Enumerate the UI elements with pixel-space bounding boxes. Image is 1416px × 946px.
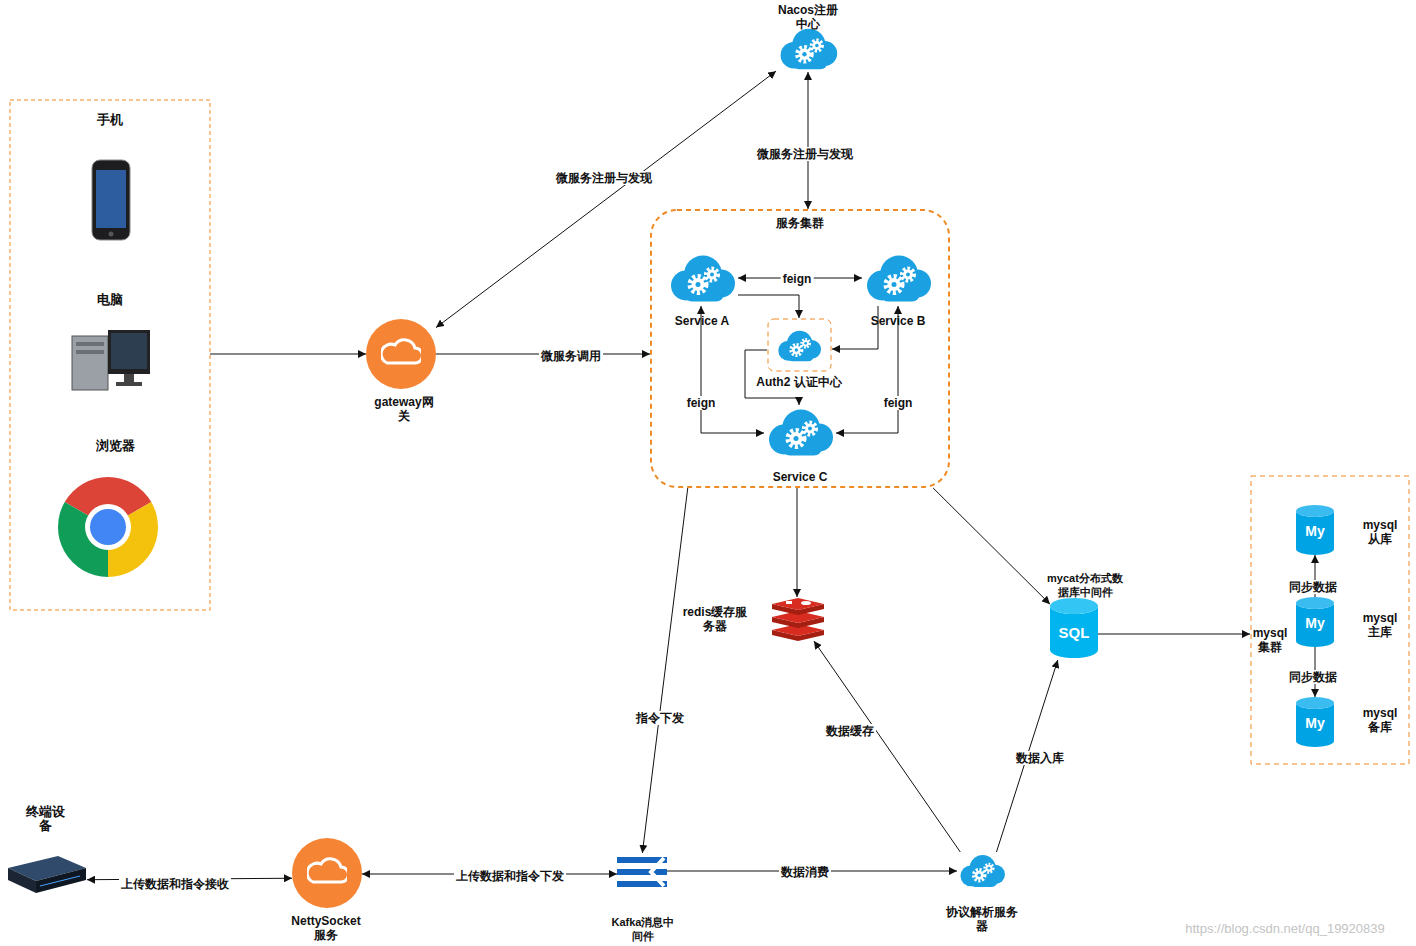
edge-label: 上传数据和指令下发 xyxy=(454,869,566,883)
node-label: 协议解析服务器 xyxy=(946,905,1018,933)
sql-cylinder xyxy=(1050,598,1098,658)
phone-icon xyxy=(92,160,130,240)
node-label: 服务集群 xyxy=(750,216,850,230)
gateway: gateway网关 xyxy=(366,319,436,389)
terminal-device: 终端设备 xyxy=(5,855,87,897)
edge-label: 数据消费 xyxy=(779,865,831,879)
redis-cache: redis缓存服务器 xyxy=(772,597,824,641)
node-label: 浏览器 xyxy=(75,439,155,453)
dashed-frame xyxy=(1251,476,1409,764)
client-device: 浏览器 xyxy=(10,435,210,585)
connector xyxy=(436,71,776,327)
service-icon xyxy=(867,256,931,302)
connector xyxy=(738,295,799,318)
node-label: mysql 从库 xyxy=(1359,518,1401,546)
auth-icon xyxy=(778,331,821,362)
icon-text: My xyxy=(1305,615,1324,631)
dashed-frame xyxy=(651,210,949,487)
microservice: Service B xyxy=(862,251,934,306)
group-frame xyxy=(767,318,832,372)
node-label: Auth2 认证中心 xyxy=(739,375,859,389)
gateway-icon xyxy=(366,319,436,389)
node-label: NettySocket服务 xyxy=(286,914,366,942)
terminal-icon xyxy=(8,856,86,893)
netty-icon xyxy=(292,838,362,908)
connector xyxy=(1098,634,1250,635)
dashed-frame xyxy=(768,319,831,371)
mysql-cylinder xyxy=(1296,505,1334,747)
node-label: Nacos注册中心 xyxy=(775,3,841,31)
nacos-icon xyxy=(781,29,838,70)
group-frame xyxy=(650,209,950,488)
node-label: redis缓存服务器 xyxy=(679,605,751,633)
client-group-frame xyxy=(10,100,210,610)
registry-cloud: Nacos注册中心 xyxy=(776,26,840,72)
parser-icon xyxy=(960,855,1004,887)
node-label: mycat分布式数据库中间件 xyxy=(1044,571,1126,599)
edge-label: 同步数据 xyxy=(1287,580,1339,594)
connector xyxy=(814,641,960,852)
parser-service: 协议解析服务器 xyxy=(957,852,1007,892)
edge-label: feign xyxy=(781,272,814,286)
redis-icon xyxy=(772,598,824,641)
connector xyxy=(933,488,1050,604)
edge-label: 上传数据和指令接收 xyxy=(119,877,231,891)
watermark: https://blog.csdn.net/qq_19920839 xyxy=(1185,921,1385,936)
message-queue: Kafka消息中间件 xyxy=(617,853,667,891)
edge-label: 微服务注册与发现 xyxy=(755,147,855,161)
node-label: mysql 集群 xyxy=(1249,626,1291,654)
edge-label: feign xyxy=(685,396,718,410)
kafka-icon xyxy=(617,857,667,887)
service-icon xyxy=(769,410,833,456)
db-cluster: mysql 集群 mysql 从库 mysql 主库 mysql 备库 xyxy=(1250,475,1410,765)
icon-text: My xyxy=(1305,715,1324,731)
chrome-icon xyxy=(58,477,158,577)
node-label: Kafka消息中间件 xyxy=(609,915,677,943)
icon-text: My xyxy=(1305,523,1324,539)
connector xyxy=(210,354,366,355)
socket-service: NettySocket服务 xyxy=(292,838,362,908)
icon-text: SQL xyxy=(1059,624,1090,641)
connector xyxy=(642,488,687,853)
connector xyxy=(797,488,798,597)
service-icon xyxy=(671,256,735,302)
node-label: gateway网关 xyxy=(371,395,437,423)
edge-label: 微服务注册与发现 xyxy=(554,171,654,185)
computer-icon xyxy=(72,330,150,390)
auth-center: Auth2 认证中心 xyxy=(767,318,832,372)
node-label: 电脑 xyxy=(70,293,150,307)
edge-label: feign xyxy=(882,396,915,410)
node-label: 手机 xyxy=(70,113,150,127)
client-device: 电脑 xyxy=(10,290,210,400)
node-label: Service A xyxy=(662,314,742,328)
service-cluster: 服务集群 Service A Service B Auth2 认证中心 Service … xyxy=(650,209,950,488)
node-label: mysql 主库 xyxy=(1359,611,1401,639)
node-label: 终端设备 xyxy=(23,805,67,833)
node-label: Service C xyxy=(760,470,840,484)
microservice: Service A xyxy=(666,251,738,306)
edge-label: 数据入库 xyxy=(1014,751,1066,765)
edge-label: 同步数据 xyxy=(1287,670,1339,684)
edge-label: 微服务调用 xyxy=(539,349,603,363)
edge-label: 指令下发 xyxy=(634,711,686,725)
connector xyxy=(808,72,809,209)
microservice: Service C xyxy=(764,405,836,460)
node-label: Service B xyxy=(858,314,938,328)
client-device: 手机 xyxy=(10,110,210,245)
node-label: mysql 备库 xyxy=(1359,706,1401,734)
edge-label: 数据缓存 xyxy=(824,724,876,738)
